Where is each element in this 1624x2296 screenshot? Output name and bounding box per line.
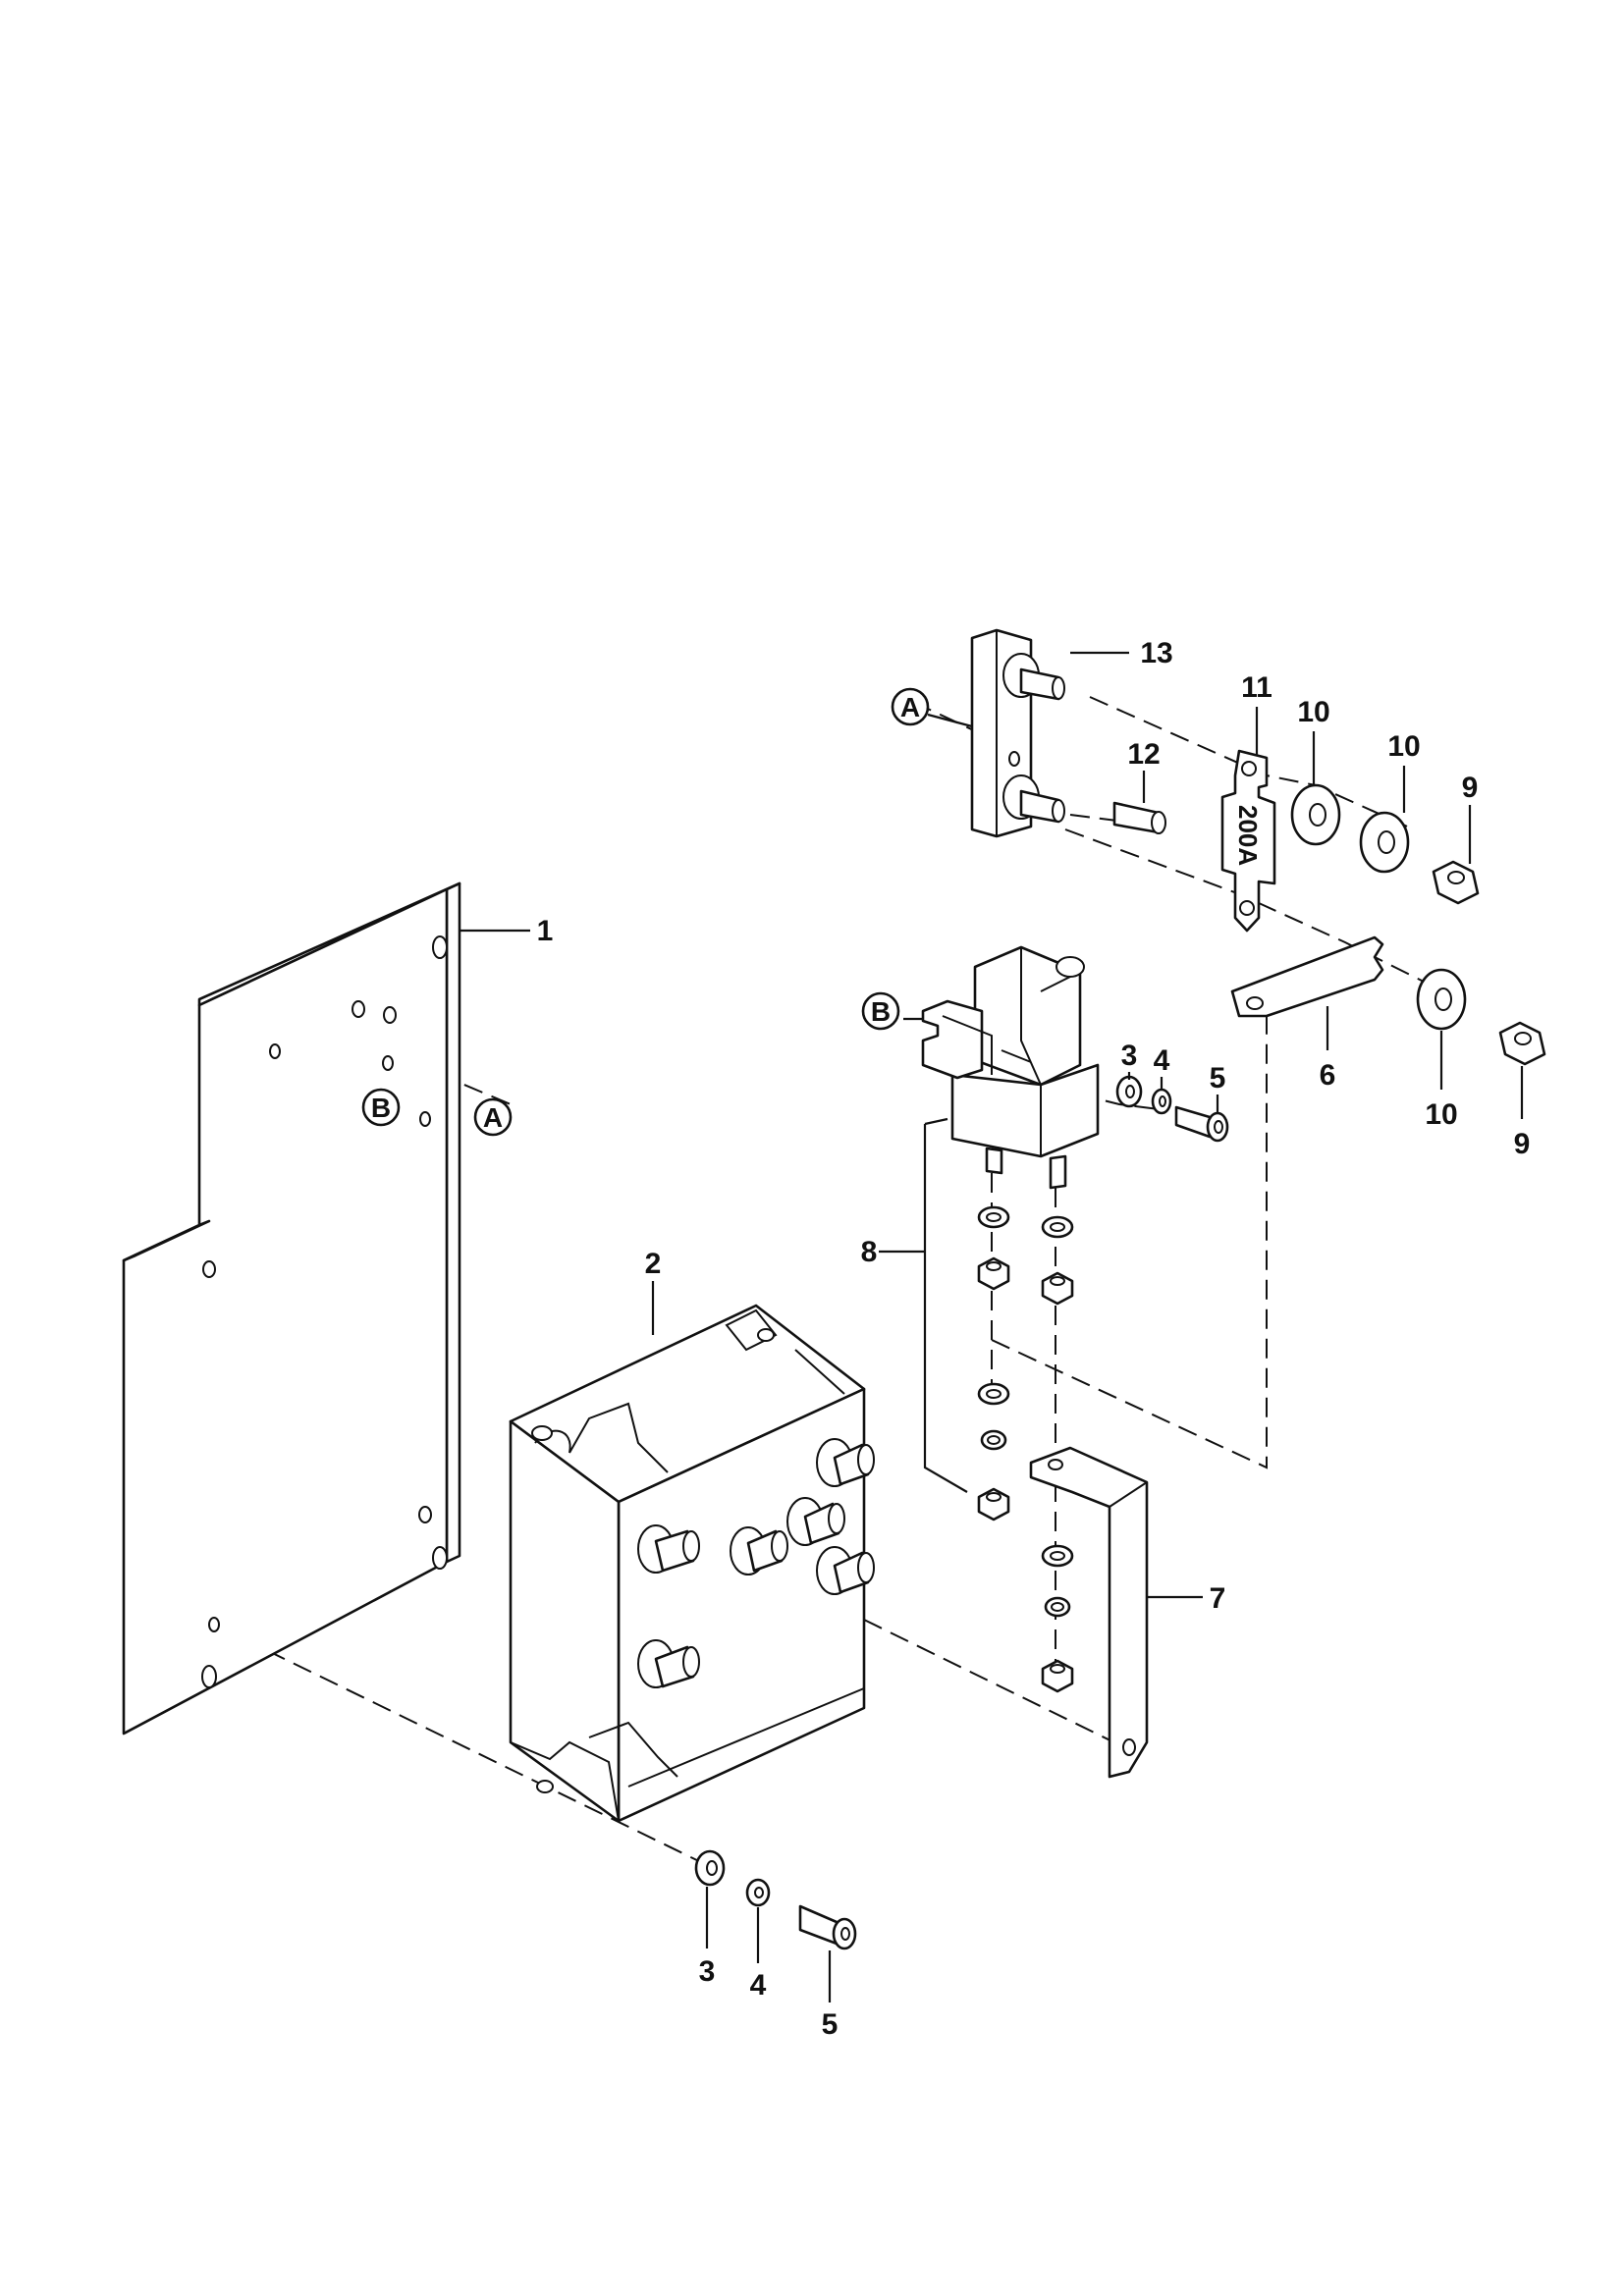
ref-a-panel-letter: A	[483, 1102, 503, 1133]
bushing	[1112, 801, 1166, 834]
ref-b-panel-letter: B	[371, 1093, 391, 1123]
washer-fuse-b	[1359, 811, 1410, 874]
callout-contactor-assembly: 8	[861, 1236, 878, 1268]
controller-box	[509, 1304, 875, 1823]
callout-lockwasher-contactor: 4	[1154, 1044, 1170, 1077]
nut-right	[1498, 1021, 1546, 1066]
hardware-stack-left	[977, 1205, 1010, 1522]
fuse-rating-label: 200A	[1233, 805, 1263, 866]
callout-strap: 6	[1320, 1059, 1336, 1092]
lockwasher-contactor	[1151, 1088, 1172, 1115]
strap	[1230, 935, 1384, 1018]
ref-b-contactor-letter: B	[871, 996, 891, 1027]
callout-controller: 2	[645, 1248, 662, 1280]
washer-strap	[1416, 968, 1467, 1031]
ref-b-panel: B	[361, 1088, 401, 1127]
washer-contactor	[1115, 1075, 1143, 1108]
ref-a-panel: A	[473, 1097, 513, 1137]
callout-bracket: 7	[1210, 1582, 1226, 1615]
callout-fuse: 11	[1241, 671, 1272, 704]
callout-washer-fuse-a: 10	[1297, 696, 1329, 728]
callout-panel: 1	[537, 915, 554, 947]
callout-washer-strap: 10	[1425, 1098, 1457, 1131]
callout-washer-contactor: 3	[1121, 1040, 1138, 1072]
leader-lines	[460, 651, 1524, 2002]
callout-nut-upper: 9	[1462, 772, 1479, 804]
callout-numbers: 1 2 13 11 10 10 9 12 6 10 9 3 4 5 8 7 3 …	[537, 637, 1531, 2041]
lockwasher-lower	[745, 1878, 771, 1907]
mounting-panel	[122, 881, 461, 1735]
fuse: 200A	[1220, 749, 1276, 933]
bracket	[1029, 1446, 1149, 1779]
callout-fuse-block: 13	[1140, 637, 1172, 669]
washer-fuse-a	[1290, 783, 1341, 846]
contactor	[921, 945, 1100, 1190]
nut-upper	[1432, 860, 1480, 905]
callout-nut-right: 9	[1514, 1128, 1531, 1160]
callout-washer-lower: 3	[699, 1955, 716, 1988]
screw-contactor	[1174, 1105, 1229, 1143]
washer-lower	[694, 1849, 726, 1887]
callout-screw-lower: 5	[822, 2008, 839, 2041]
hardware-stack-right	[1041, 1215, 1074, 1693]
callout-lockwasher-lower: 4	[750, 1969, 767, 2002]
ref-a-fuse-block: A	[891, 687, 930, 726]
callout-washer-fuse-b: 10	[1387, 730, 1420, 763]
screw-lower	[798, 1904, 857, 1950]
fuse-block	[970, 628, 1065, 838]
ref-a-fuse-block-letter: A	[900, 692, 920, 722]
ref-b-contactor: B	[861, 991, 900, 1031]
callout-bushing: 12	[1127, 738, 1160, 771]
callout-screw-contactor: 5	[1210, 1062, 1226, 1095]
terminal-studs	[637, 1438, 875, 1688]
